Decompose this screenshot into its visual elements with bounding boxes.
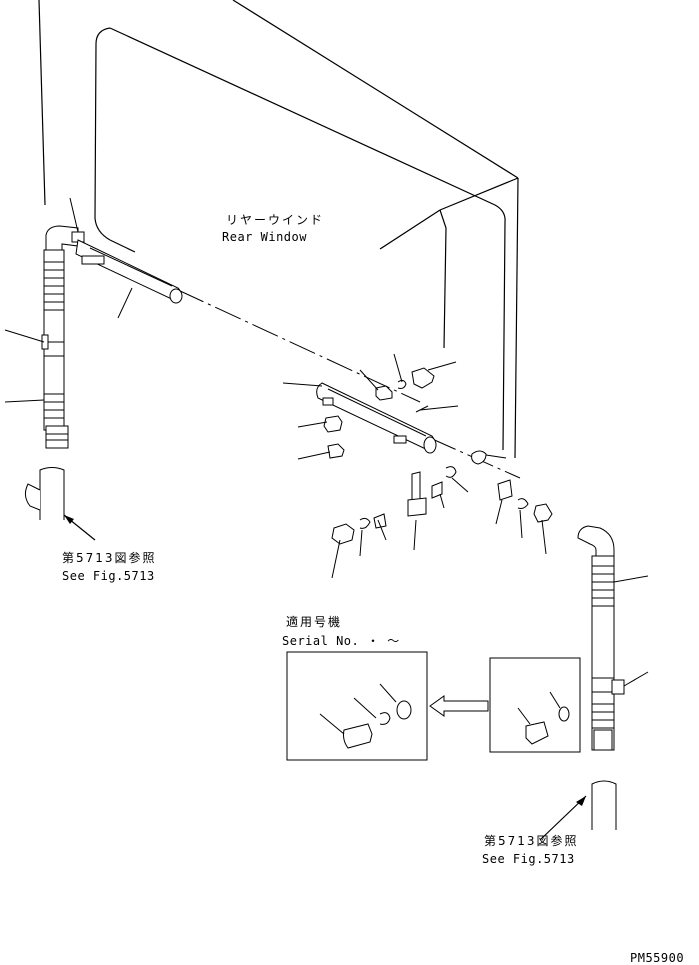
serial-label-en: Serial No. ・ ～ [282, 634, 400, 648]
detail-box-serial [286, 651, 428, 761]
left-tee-fitting [24, 467, 96, 541]
rear-window-label-en: Rear Window [222, 230, 307, 244]
rear-window-outline [38, 0, 521, 479]
ref-right-label-jp: 第5713図参照 [484, 833, 579, 848]
detail-box-original [489, 657, 581, 753]
ref-left-label-jp: 第5713図参照 [62, 550, 157, 565]
center-small-parts [323, 367, 553, 545]
left-pipe-assembly [41, 225, 85, 449]
rear-window-label-jp: リヤーウインド [226, 213, 324, 227]
right-pipe-assembly [577, 525, 649, 751]
right-tee-fitting [539, 780, 617, 841]
detail-arrow [429, 695, 489, 717]
center-nozzle-bar [316, 382, 437, 454]
ref-left-label-en: See Fig.5713 [62, 569, 155, 583]
drawing-code: PM55900 [630, 951, 684, 965]
ref-right-label-en: See Fig.5713 [482, 852, 575, 866]
center-leader-lines [4, 197, 547, 579]
left-nozzle-bar [75, 239, 183, 304]
serial-label-jp: 適用号機 [286, 614, 342, 629]
